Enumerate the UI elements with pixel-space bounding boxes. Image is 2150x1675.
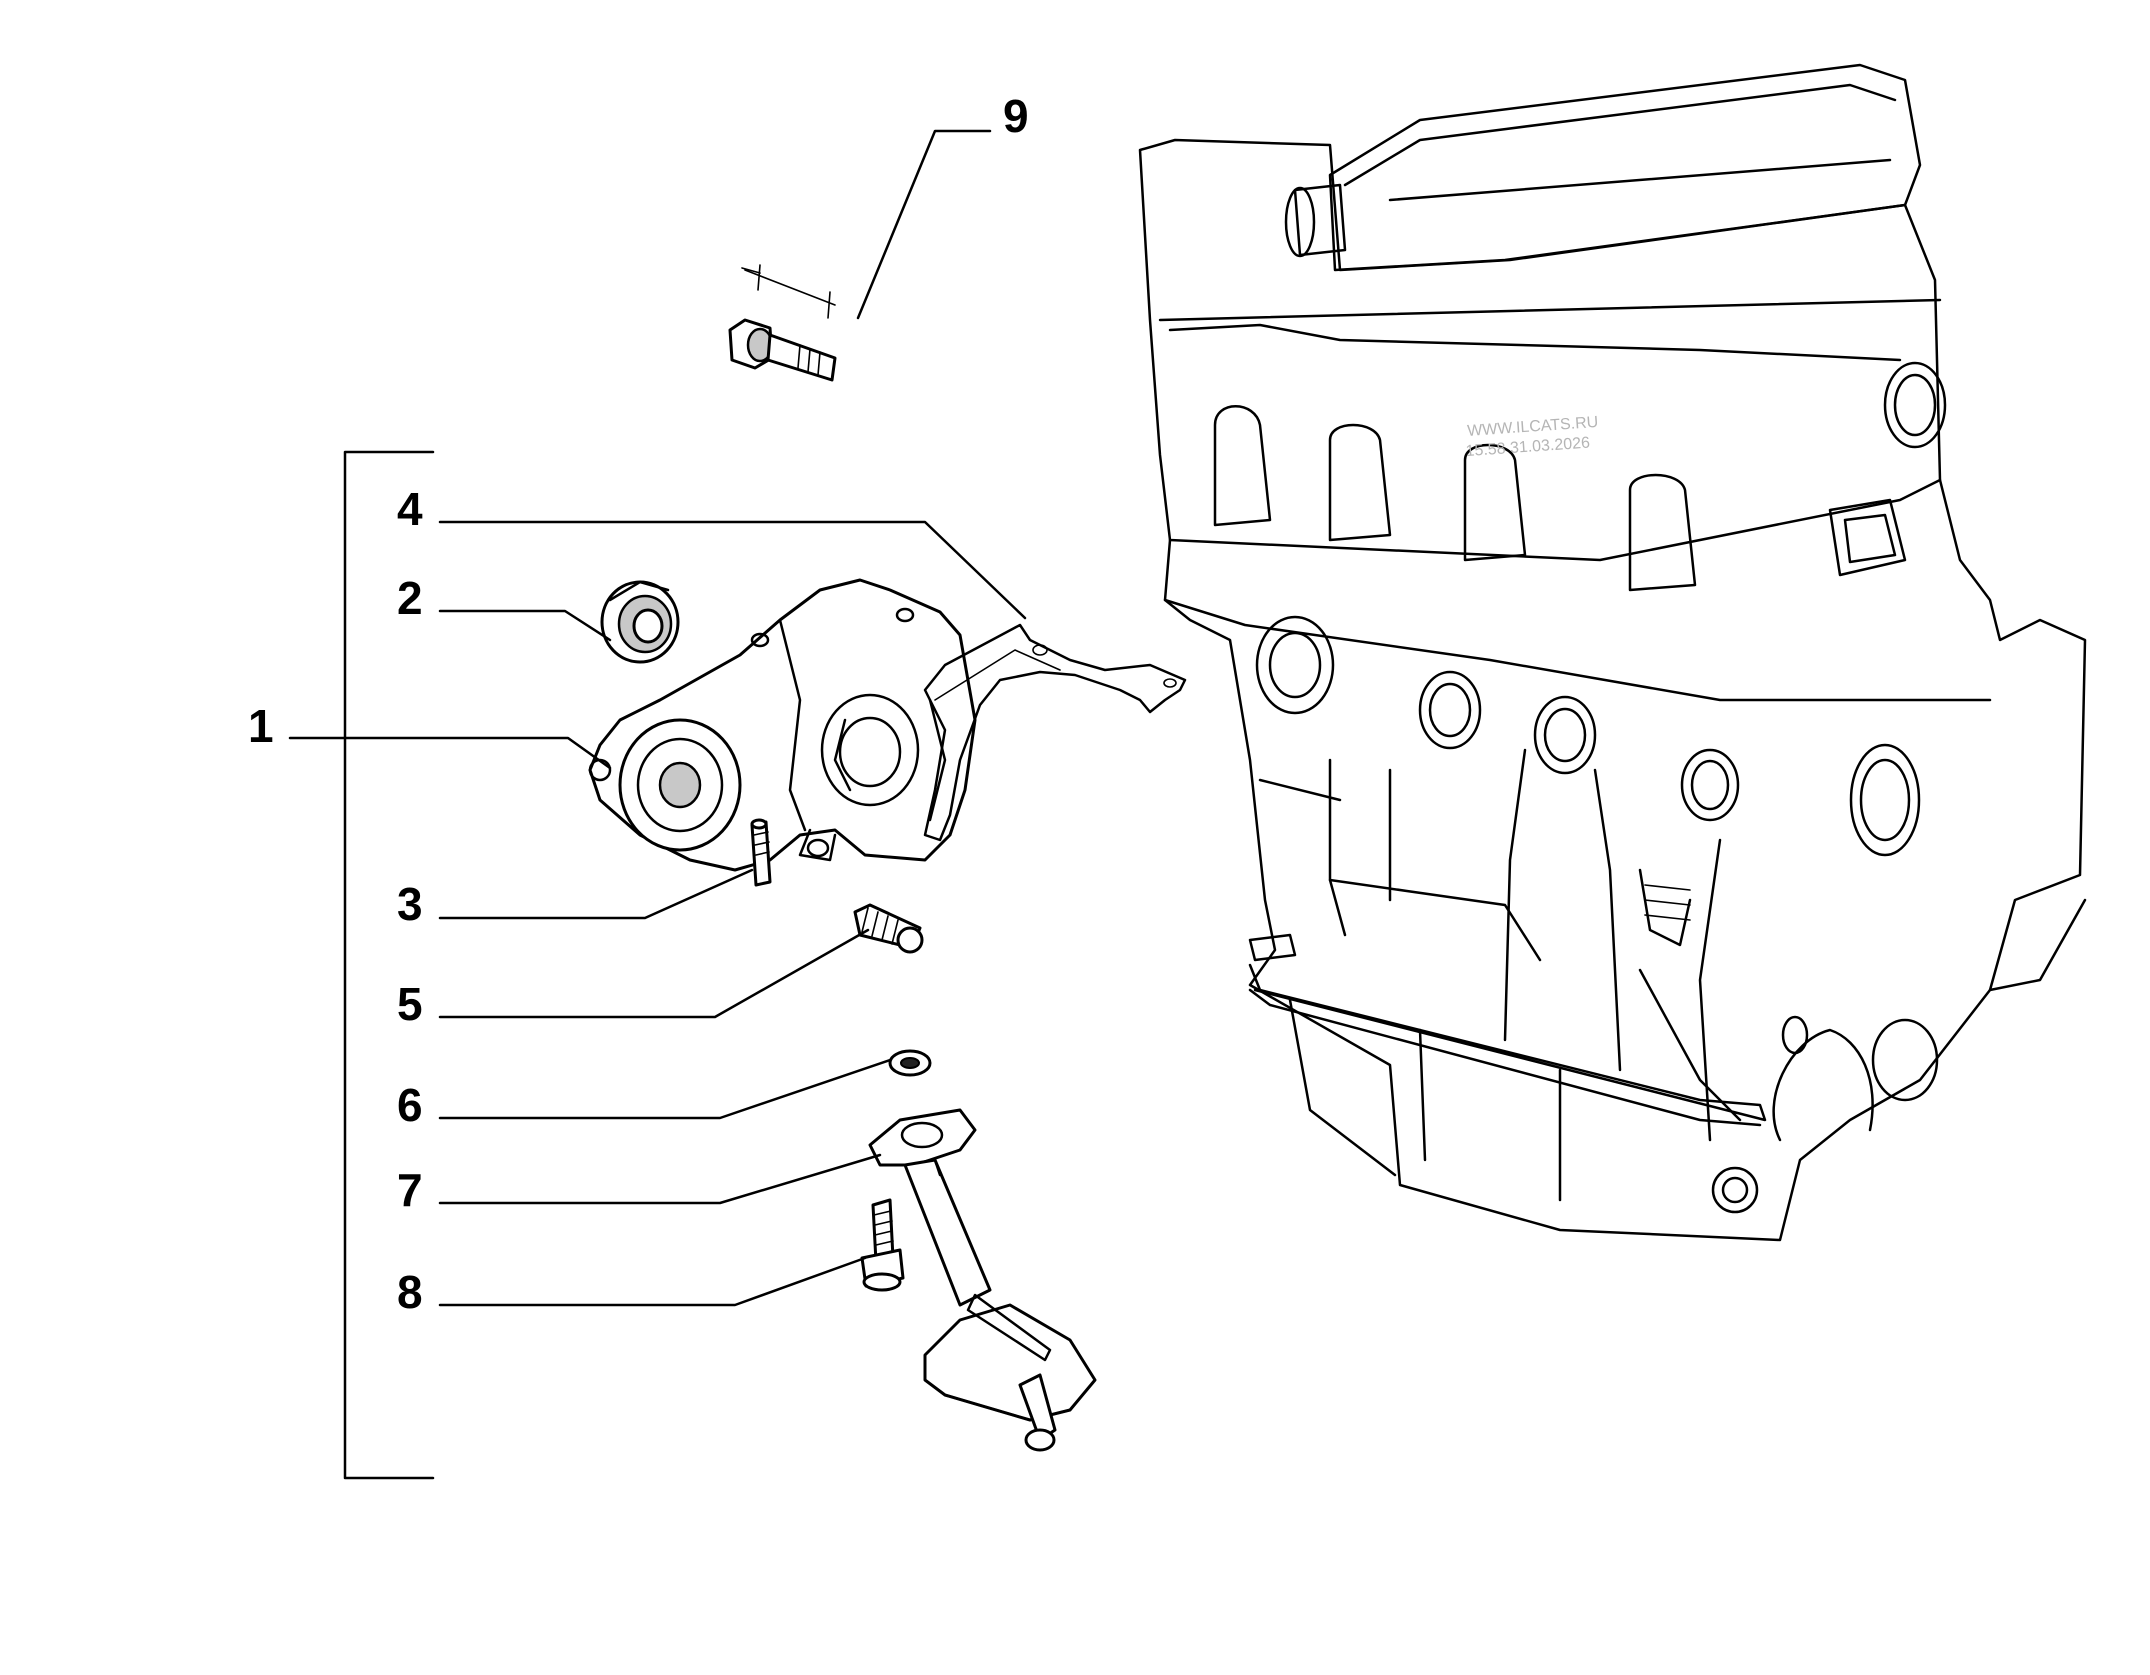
engine-block-drawing: [1138, 63, 2087, 1242]
callout-1: 1: [248, 700, 274, 752]
leader-lines: [288, 129, 1027, 1480]
callout-labels: 9 4 2 1 3 5 6 7 8: [248, 90, 1029, 1318]
part-1-oil-pump: [588, 578, 977, 872]
part-6-washer: [888, 1049, 932, 1077]
callout-3: 3: [397, 878, 423, 930]
callout-7: 7: [397, 1164, 423, 1216]
callout-2: 2: [397, 572, 423, 624]
callout-6: 6: [397, 1079, 423, 1131]
callout-4: 4: [397, 483, 423, 535]
part-2-seal: [600, 580, 680, 664]
part-3-stud: [750, 818, 772, 887]
watermark: WWW.ILCATS.RU 15.58 31.03.2026: [1465, 414, 1599, 460]
group-bracket: [343, 450, 435, 1480]
callout-5: 5: [397, 978, 423, 1030]
part-9-bolt: [728, 264, 837, 382]
part-8-bolt: [860, 1198, 905, 1292]
part-7-oil-pickup: [868, 1108, 1097, 1452]
part-4-gasket: [923, 623, 1187, 842]
callout-9: 9: [1003, 90, 1029, 142]
callout-8: 8: [397, 1266, 423, 1318]
part-5-plug: [853, 903, 924, 954]
